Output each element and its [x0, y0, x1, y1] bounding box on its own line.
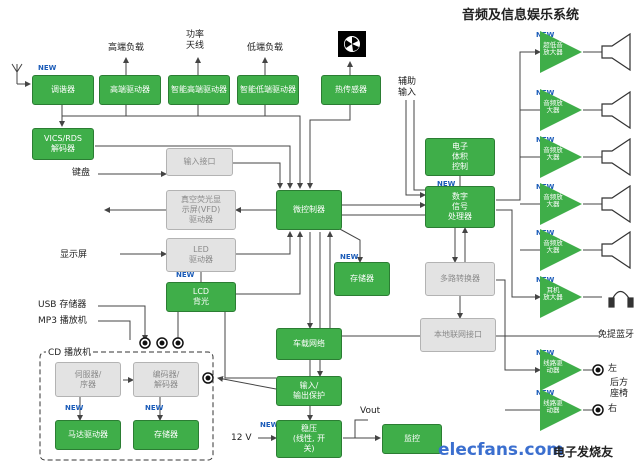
dsp-block: 数字 信号 处理器 [425, 186, 495, 228]
evc-block: 电子 体积 控制 [425, 138, 495, 176]
label-display: 显示屏 [60, 250, 88, 260]
new-tag: NEW [260, 421, 279, 429]
thermal-sensor-block: 热传感器 [321, 75, 381, 105]
new-tag: NEW [176, 271, 195, 279]
label-usb: USB 存储器 [38, 300, 87, 310]
label-vout: Vout [360, 406, 381, 416]
new-tag: NEW [38, 64, 57, 72]
amp-triangle [540, 31, 582, 73]
amp-triangle [540, 349, 582, 391]
amp-label: 音频放 大器 [543, 193, 563, 208]
label-hs-load: 高端负载 [108, 43, 145, 53]
amp-label: 超低音 放大器 [543, 41, 563, 56]
amp-triangle [540, 89, 582, 131]
amp-triangle [540, 389, 582, 431]
lin-interface-block: 本地联网接口 [420, 318, 496, 352]
amp-triangle [540, 183, 582, 225]
hs-driver-block: 高端驱动器 [99, 75, 161, 105]
amp-label: 线路驱 动器 [543, 399, 563, 414]
io-protection-block: 输入/ 输出保护 [276, 376, 342, 406]
label-rear: 后方 座椅 [610, 378, 629, 399]
amp-label: 线路驱 动器 [543, 359, 563, 374]
label-right: 右 [608, 404, 618, 414]
regulator-block: 稳压 (线性, 开 关) [276, 420, 342, 458]
label-antenna: 功率 天线 [186, 30, 205, 51]
smart-hs-driver-block: 智能高端驱动器 [168, 75, 230, 105]
tuner-block: 调谐器 [32, 75, 94, 105]
amp-label: 音频放 大器 [543, 239, 563, 254]
amp-triangle [540, 229, 582, 271]
memory-block: 存储器 [334, 262, 390, 296]
monitor-block: 监控 [382, 424, 442, 454]
smart-ls-driver-block: 智能低端驱动器 [237, 75, 299, 105]
can-network-block: 车载网络 [276, 328, 342, 360]
motor-driver-block: 马达驱动器 [55, 420, 121, 450]
lcd-backlight-block: LCD 背光 [166, 282, 236, 312]
new-tag: NEW [437, 180, 456, 188]
input-interface-block: 输入接口 [166, 148, 233, 176]
label-cd: CD 播放机 [46, 348, 94, 359]
amp-triangle [540, 276, 582, 318]
led-driver-block: LED 驱动器 [166, 238, 236, 272]
amp-triangle [540, 136, 582, 178]
vfd-driver-block: 真空荧光显 示屏(VFD) 驱动器 [166, 190, 236, 230]
codec-block: 编码器/ 解码器 [133, 362, 199, 397]
watermark-cn: 电子发烧友 [553, 445, 614, 459]
watermark-site: elecfans.com [438, 440, 564, 460]
label-ls-load: 低端负载 [247, 43, 284, 53]
new-tag: NEW [65, 404, 84, 412]
new-tag: NEW [340, 253, 359, 261]
label-12v: 12 V [231, 433, 252, 443]
amp-label: 音频放 大器 [543, 99, 563, 114]
label-bt: 免提蓝牙 [598, 330, 635, 340]
amp-label: 音频放 大器 [543, 146, 563, 161]
diagram-title: 音频及信息娱乐系统 [462, 8, 580, 23]
new-tag: NEW [145, 404, 164, 412]
label-left: 左 [608, 364, 618, 374]
servo-sequencer-block: 伺服器/ 序器 [55, 362, 121, 397]
mcu-block: 微控制器 [276, 190, 342, 230]
label-keyboard: 键盘 [72, 168, 91, 178]
cd-memory-block: 存储器 [133, 420, 199, 450]
mux-block: 多路转换器 [425, 262, 495, 296]
label-mp3: MP3 播放机 [38, 316, 87, 326]
vics-rds-decoder-block: VICS/RDS 解码器 [32, 128, 94, 160]
amp-label: 耳机 放大器 [543, 286, 563, 301]
label-aux: 辅助 输入 [398, 77, 417, 98]
